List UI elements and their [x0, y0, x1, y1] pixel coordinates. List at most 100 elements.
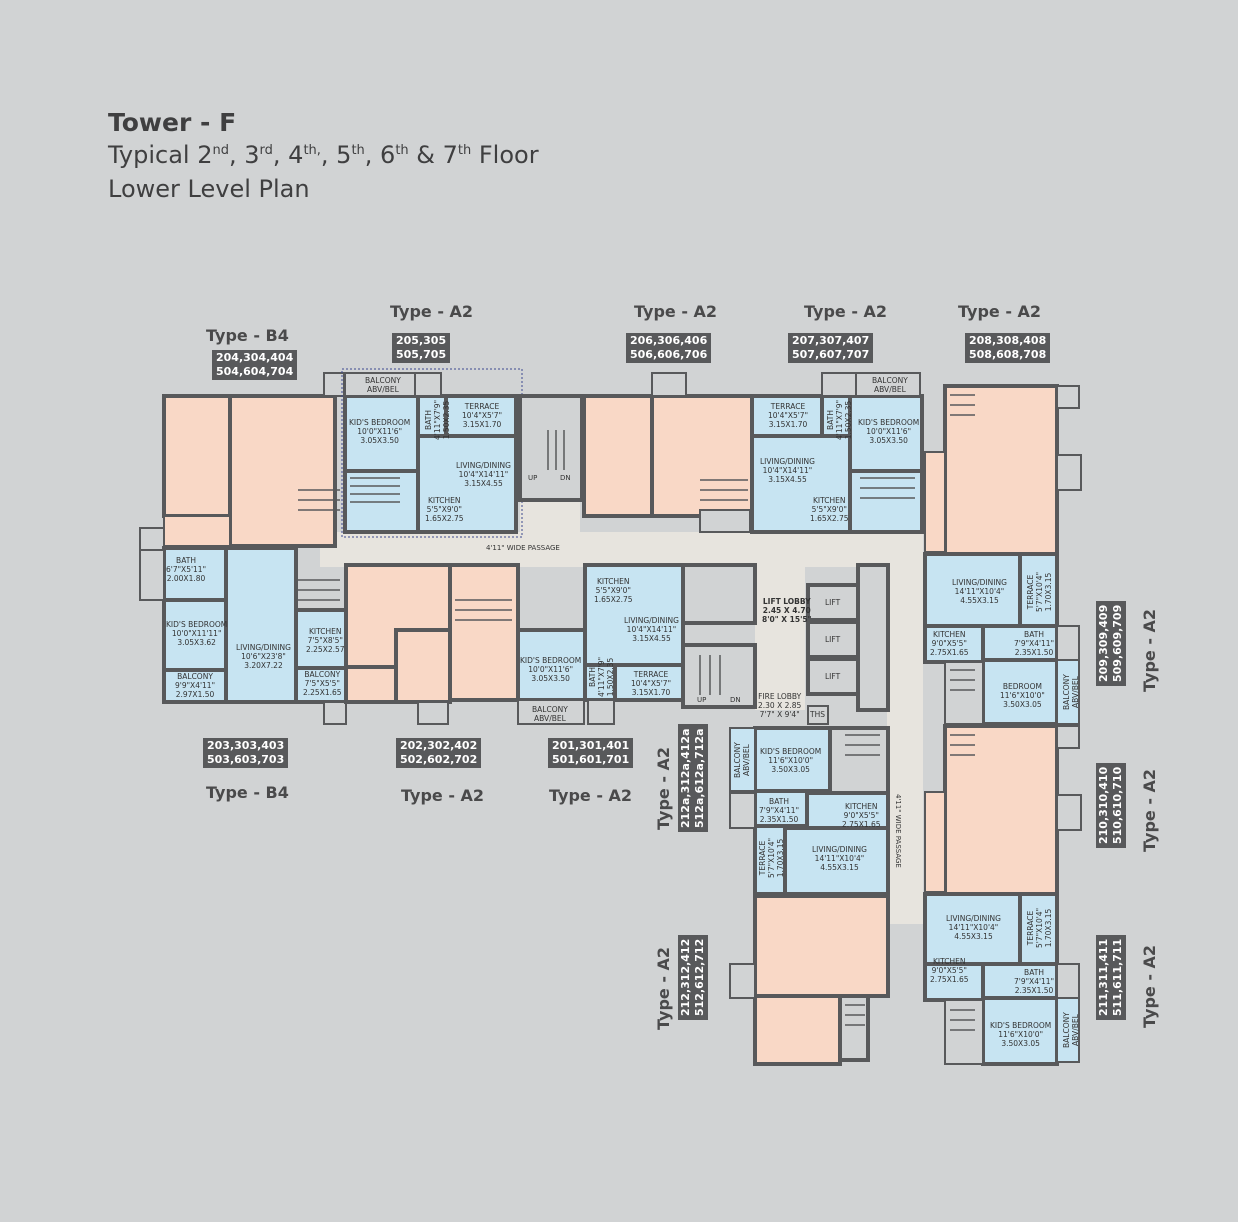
room-terrace-207: [750, 394, 824, 438]
room-kitchen-207: [848, 469, 924, 534]
type-a2-206: Type - A2: [634, 302, 718, 321]
room-unit-210: [943, 724, 1059, 896]
floor-subtitle: Typical 2nd, 3rd, 4th,, 5th, 6th & 7th F…: [108, 141, 539, 169]
room-living-204: [228, 394, 337, 548]
stair-down-1: DN: [560, 474, 571, 482]
type-a2-210: Type - A2: [1140, 768, 1159, 852]
room-bedroom-206: [650, 394, 754, 518]
type-b4-bottom: Type - B4: [206, 783, 289, 802]
stair-up-1: UP: [528, 474, 538, 482]
lift-1: LIFT: [825, 598, 841, 607]
plan-level-title: Lower Level Plan: [108, 175, 310, 203]
stair-down-2: DN: [730, 696, 741, 704]
type-a2-205: Type - A2: [390, 302, 474, 321]
room-terrace-211: [1018, 892, 1059, 966]
room-living-203: [224, 546, 298, 704]
type-a2-207: Type - A2: [804, 302, 888, 321]
room-living-206: [582, 394, 654, 518]
room-kids-bedroom-203: [162, 598, 228, 672]
room-bedroom-204: [162, 394, 232, 518]
lift-2: LIFT: [825, 635, 841, 644]
room-unit-212: [753, 894, 890, 998]
horizontal-passage-label: 4'11" WIDE PASSAGE: [486, 544, 560, 552]
type-a2-211: Type - A2: [1140, 944, 1159, 1028]
room-balcony-203: [162, 668, 228, 704]
horizontal-passage: [320, 532, 920, 567]
room-living-211: [923, 892, 1022, 966]
vertical-passage: [887, 532, 923, 924]
type-a2-202: Type - A2: [401, 786, 485, 805]
stair-up-2: UP: [697, 696, 707, 704]
room-unit-208: [943, 384, 1059, 556]
lift-3: LIFT: [825, 672, 841, 681]
room-balcony2-203: [294, 666, 348, 704]
room-living-212a: [783, 826, 890, 896]
room-kitchen-211: [923, 962, 985, 1002]
type-b4-top: Type - B4: [206, 326, 289, 345]
room-living-207: [750, 434, 852, 534]
type-a2-212a: Type - A2: [654, 746, 673, 830]
type-a2-208: Type - A2: [958, 302, 1042, 321]
type-a2-209: Type - A2: [1140, 608, 1159, 692]
ths-label: THS: [810, 710, 825, 719]
type-a2-212: Type - A2: [654, 946, 673, 1030]
room-kids-bedroom-201: [516, 628, 587, 702]
type-a2-201: Type - A2: [549, 786, 633, 805]
